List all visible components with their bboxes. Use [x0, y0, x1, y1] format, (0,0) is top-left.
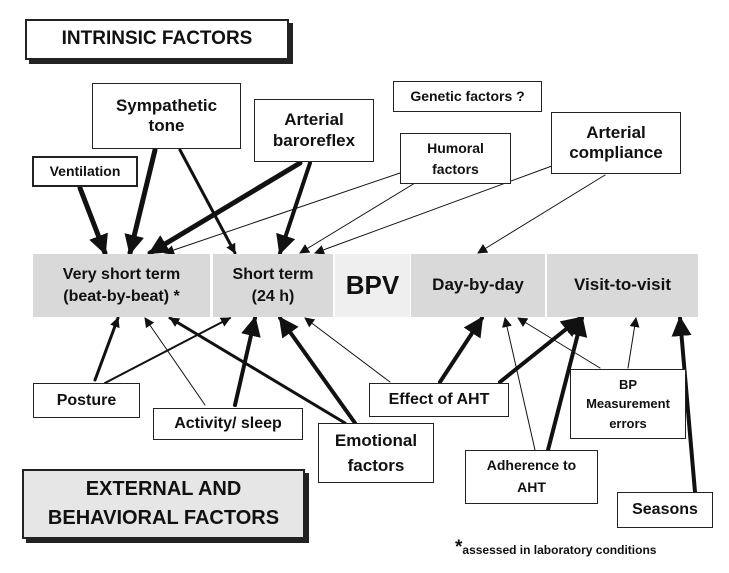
genetic-factors-label: Genetic factors ? [410, 88, 525, 105]
adherence-to-aht-label: Adherence to AHT [486, 457, 577, 495]
arrow-activity-very-short [144, 317, 206, 406]
bp-measurement-errors-box: BP Measurement errors [570, 369, 686, 439]
arrow-aht-short [304, 317, 391, 383]
emotional-factors-box: Emotional factors [318, 423, 434, 483]
bpv-visit-to-visit: Visit-to-visit [547, 254, 698, 317]
seasons-box: Seasons [617, 492, 713, 528]
seasons-label: Seasons [632, 501, 698, 519]
bpv-label: BPV [345, 269, 400, 300]
arrow-sympathetic-short [178, 148, 237, 255]
bpv-day-by-day: Day-by-day [411, 254, 545, 317]
sympathetic-tone-box: Sympathetic tone [92, 83, 241, 149]
posture-box: Posture [33, 383, 140, 418]
external-factors-label: EXTERNAL AND BEHAVIORAL FACTORS [47, 478, 280, 529]
arrow-measurement-day [517, 317, 601, 369]
bpv-very-short-term: Very short term (beat-by-beat) * [33, 254, 210, 317]
activity-sleep-box: Activity/ sleep [153, 408, 303, 440]
arrow-adherence-day [502, 317, 536, 451]
arrow-compliance-short [314, 162, 561, 255]
arrow-baroreflex-very-short [147, 160, 303, 256]
ventilation-label: Ventilation [49, 163, 121, 180]
intrinsic-factors-heading: INTRINSIC FACTORS [25, 19, 289, 60]
emotional-factors-label: Emotional factors [334, 430, 418, 476]
footnote: *assessed in laboratory conditions [455, 537, 656, 559]
arrow-aht-visit [498, 316, 582, 384]
intrinsic-factors-label: INTRINSIC FACTORS [61, 28, 253, 50]
arrow-sympathetic-very-short [124, 147, 158, 256]
activity-sleep-label: Activity/ sleep [174, 415, 282, 433]
arrow-emotional-very-short [168, 316, 347, 425]
visit-to-visit-label: Visit-to-visit [574, 275, 671, 295]
ventilation-box: Ventilation [32, 156, 138, 187]
footnote-star: * [455, 537, 463, 558]
adherence-to-aht-box: Adherence to AHT [465, 450, 598, 504]
footnote-text: assessed in laboratory conditions [462, 543, 657, 557]
arrow-humoral-short [299, 182, 416, 254]
short-term-label: Short term (24 h) [232, 265, 314, 305]
sympathetic-tone-label: Sympathetic tone [115, 95, 218, 135]
day-by-day-label: Day-by-day [432, 275, 524, 295]
genetic-factors-box: Genetic factors ? [393, 81, 542, 112]
arrow-compliance-day [477, 174, 606, 254]
bpv-short-term: Short term (24 h) [213, 254, 333, 317]
posture-label: Posture [56, 391, 117, 409]
humoral-factors-box: Humoral factors [400, 133, 511, 184]
arrow-measurement-visit [627, 317, 640, 369]
effect-of-aht-box: Effect of AHT [369, 383, 509, 417]
very-short-term-label: Very short term (beat-by-beat) * [62, 265, 181, 305]
arrow-posture-very-short [93, 316, 120, 382]
arterial-compliance-box: Arterial compliance [551, 112, 681, 174]
bpv-center: BPV [335, 254, 410, 317]
arrow-humoral-very-short [164, 172, 401, 255]
arrow-baroreflex-short [276, 161, 312, 255]
arterial-baroreflex-box: Arterial baroreflex [254, 99, 374, 162]
arrow-emotional-short [278, 316, 357, 425]
arrow-seasons-visit [671, 316, 697, 494]
arterial-compliance-label: Arterial compliance [569, 122, 663, 162]
humoral-factors-label: Humoral factors [427, 139, 484, 177]
arterial-baroreflex-label: Arterial baroreflex [272, 110, 356, 150]
external-factors-heading: EXTERNAL AND BEHAVIORAL FACTORS [22, 469, 305, 539]
effect-of-aht-label: Effect of AHT [388, 391, 490, 409]
bp-measurement-errors-label: BP Measurement errors [586, 376, 670, 431]
arrow-aht-day [438, 316, 484, 384]
arrow-adherence-visit [546, 316, 588, 452]
arrow-ventilation-very-short [77, 185, 108, 256]
